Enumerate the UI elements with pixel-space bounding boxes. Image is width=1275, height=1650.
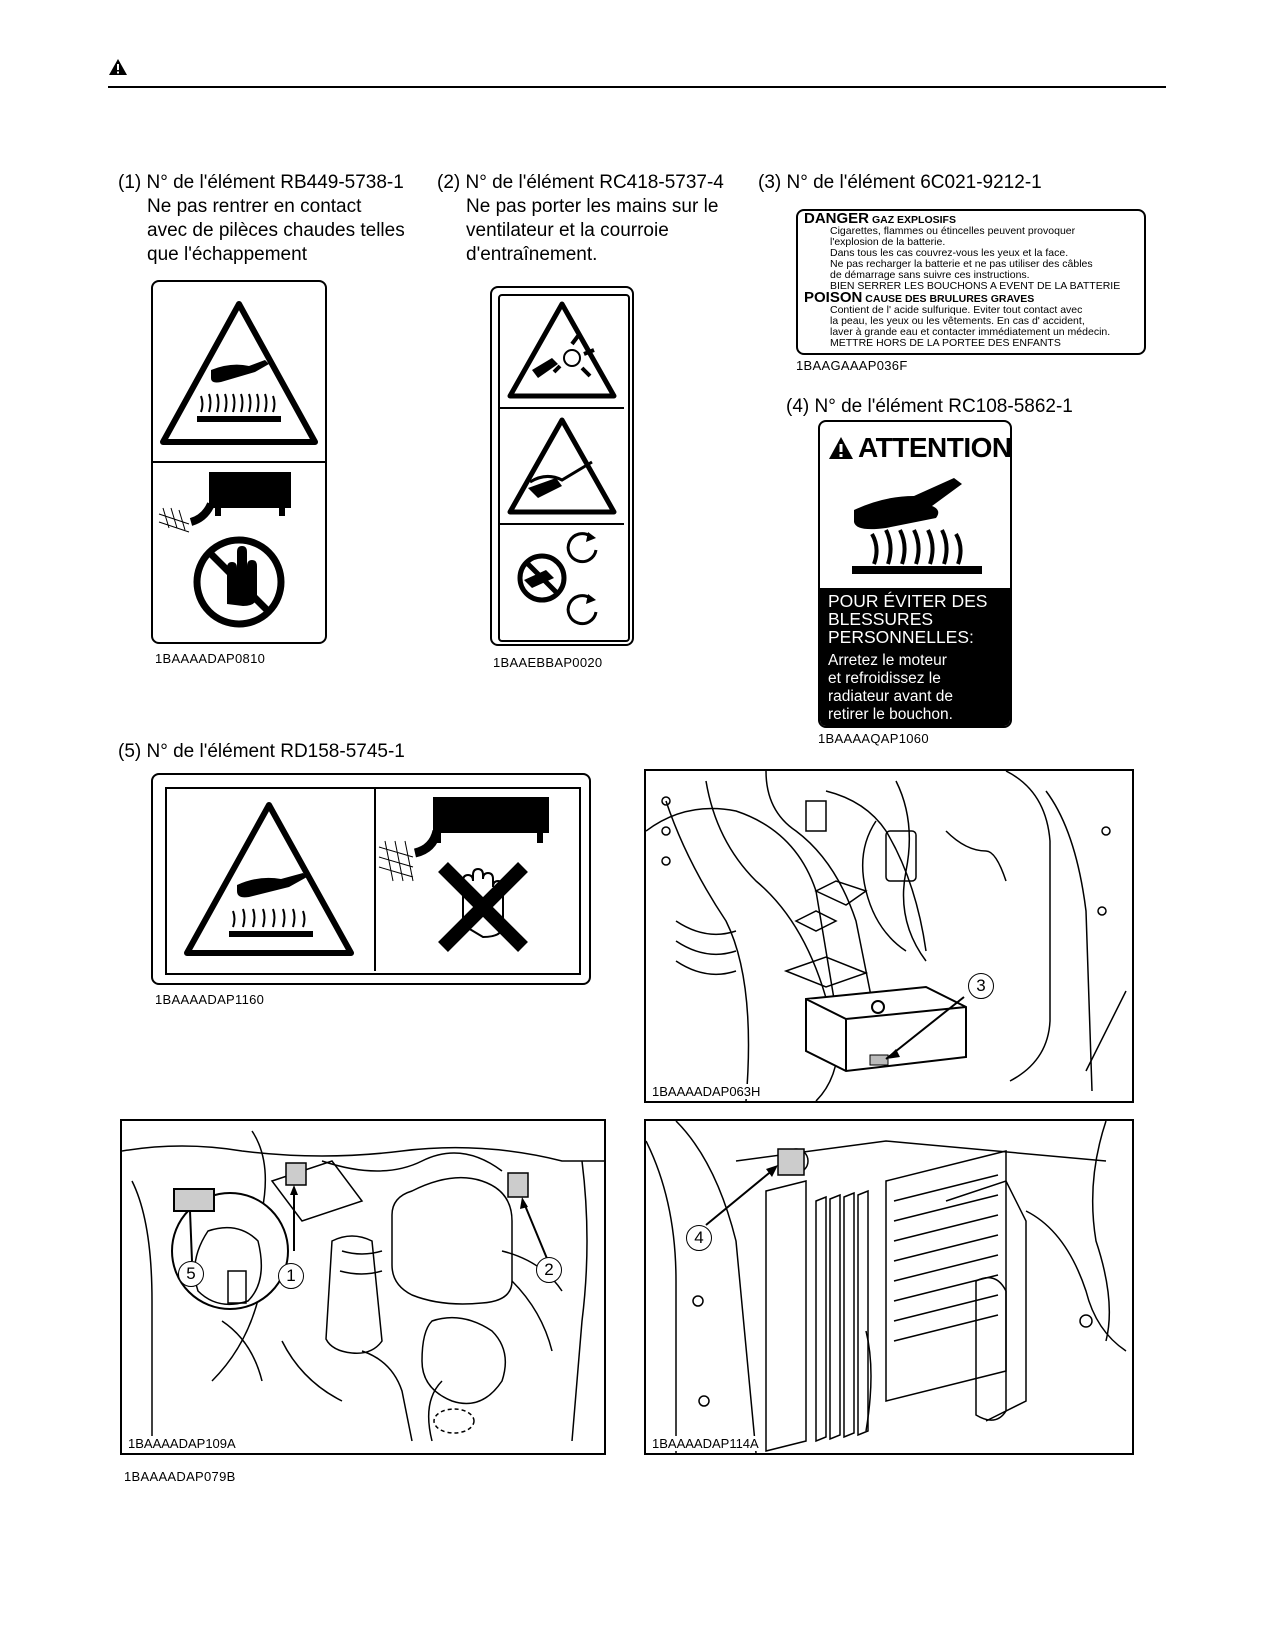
- label-1-caption: (1) N° de l'élément RB449-5738-1 Ne pas …: [118, 171, 428, 267]
- attention-heading-line: PERSONNELLES:: [828, 627, 974, 647]
- label-2-caption: (2) N° de l'élément RC418-5737-4 Ne pas …: [437, 171, 747, 267]
- label-5-title: (5) N° de l'élément RD158-5745-1: [118, 741, 405, 762]
- attention-instructions-panel: POUR ÉVITER DES BLESSURES PERSONNELLES: …: [820, 588, 1010, 726]
- attention-title: ATTENTION: [858, 432, 1012, 463]
- label-4-title: (4) N° de l'élément RC108-5862-1: [786, 396, 1073, 417]
- poison-line: la peau, les yeux ou les vêtements. En c…: [830, 315, 1085, 327]
- callout-4: 4: [686, 1225, 712, 1251]
- label-2-title: (2) N° de l'élément RC418-5737-4: [437, 172, 724, 193]
- attention-warning-icon: [829, 437, 853, 459]
- header-rule: [108, 86, 1166, 88]
- hot-exhaust-no-touch-icon: [184, 787, 549, 971]
- radiator-illustration: [646, 1121, 1127, 1453]
- label-1-sticker: [151, 280, 327, 644]
- label-1-code: 1BAAAADAP0810: [155, 651, 266, 666]
- label-2-desc-3: d'entraînement.: [466, 244, 598, 265]
- attention-body-line: et refroidissez le: [828, 670, 941, 687]
- label-2-code: 1BAAEBBAP0020: [493, 655, 603, 670]
- fan-belt-hazard-icon: [500, 301, 624, 626]
- attention-body-line: Arretez le moteur: [828, 652, 947, 669]
- photo-battery: 3 1BAAAADAP063H: [644, 769, 1134, 1103]
- attention-heading-line: POUR ÉVITER DES: [828, 591, 988, 611]
- poison-heading: POISON: [804, 289, 863, 306]
- poison-line: laver à grande eau et contacter immédiat…: [830, 326, 1111, 338]
- label-3-code: 1BAAGAAAP036F: [796, 358, 908, 373]
- label-4-sticker: ATTENTION POUR ÉVITER DES BLESSURES PERS…: [818, 420, 1012, 728]
- danger-line: l'explosion de la batterie.: [830, 236, 946, 248]
- danger-heading: DANGER: [804, 210, 870, 227]
- danger-line: Dans tous les cas couvrez-vous les yeux …: [830, 247, 1069, 259]
- photo-radiator-code: 1BAAAADAP114A: [650, 1436, 761, 1451]
- danger-subheading: GAZ EXPLOSIFS: [871, 214, 956, 226]
- label-1-title: (1) N° de l'élément RB449-5738-1: [118, 172, 404, 193]
- label-5-code: 1BAAAADAP1160: [155, 992, 265, 1007]
- engine-compartment-illustration: [122, 1130, 604, 1442]
- label-2-desc-1: Ne pas porter les mains sur le: [466, 196, 719, 217]
- callout-5: 5: [178, 1261, 204, 1287]
- label-2-desc-2: ventilateur et la courroie: [466, 220, 669, 241]
- hot-surface-icon: [153, 301, 325, 628]
- label-2-sticker: [490, 286, 634, 646]
- poison-subheading: CAUSE DES BRULURES GRAVES: [865, 293, 1035, 305]
- warning-icon: [109, 59, 127, 75]
- attention-body-line: retirer le bouchon.: [828, 706, 953, 723]
- label-1-desc-2: avec de pilèces chaudes telles: [147, 220, 405, 241]
- label-1-desc-1: Ne pas rentrer en contact: [147, 196, 362, 217]
- danger-line: Cigarettes, flammes ou étincelles peuven…: [830, 225, 1076, 237]
- danger-line: de démarrage sans suivre ces instruction…: [830, 269, 1030, 281]
- battery-compartment-illustration: [646, 771, 1127, 1101]
- callout-2: 2: [536, 1257, 562, 1283]
- poison-line: METTRE HORS DE LA PORTEE DES ENFANTS: [830, 337, 1061, 349]
- label-5-sticker: [151, 773, 591, 985]
- callout-3: 3: [968, 973, 994, 999]
- danger-line: Ne pas recharger la batterie et ne pas u…: [830, 258, 1093, 270]
- label-3-sticker: DANGER GAZ EXPLOSIFS Cigarettes, flammes…: [796, 209, 1146, 355]
- attention-body-line: radiateur avant de: [828, 688, 953, 705]
- attention-heading-line: BLESSURES: [828, 609, 934, 629]
- photo-radiator: 4 1BAAAADAP114A: [644, 1119, 1134, 1455]
- footer-code: 1BAAAADAP079B: [124, 1469, 236, 1484]
- label-4-code: 1BAAAAQAP1060: [818, 731, 929, 746]
- poison-line: Contient de l' acide sulfurique. Eviter …: [830, 304, 1083, 316]
- photo-engine: 5 1 2 1BAAAADAP109A: [120, 1119, 606, 1455]
- danger-line: BIEN SERRER LES BOUCHONS A EVENT DE LA B…: [830, 280, 1121, 292]
- hot-radiator-icon: [852, 478, 982, 574]
- label-3-title: (3) N° de l'élément 6C021-9212-1: [758, 172, 1042, 193]
- label-1-desc-3: que l'échappement: [147, 244, 307, 265]
- photo-battery-code: 1BAAAADAP063H: [650, 1084, 763, 1099]
- callout-1: 1: [278, 1263, 304, 1289]
- photo-engine-code: 1BAAAADAP109A: [126, 1436, 238, 1451]
